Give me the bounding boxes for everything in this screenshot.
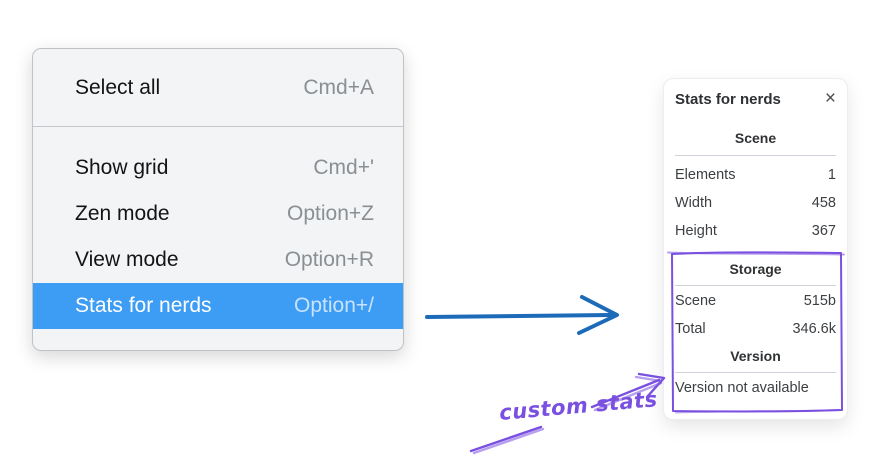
menu-item-label: Select all <box>75 75 161 99</box>
stat-label: Scene <box>675 293 717 309</box>
stat-label: Height <box>675 223 717 239</box>
menu-item-select-all[interactable]: Select all Cmd+A <box>33 49 403 126</box>
menu-item-shortcut: Option+Z <box>287 202 374 225</box>
menu-separator <box>33 126 403 127</box>
menu-item-shortcut: Option+/ <box>294 294 374 317</box>
menu-item-zen-mode[interactable]: Zen mode Option+Z <box>33 191 403 237</box>
stat-row-height: Height 367 <box>675 222 836 240</box>
stat-label: Elements <box>675 167 736 183</box>
close-icon[interactable]: × <box>824 88 836 109</box>
stats-panel: Stats for nerds × Scene Elements 1 Width… <box>663 78 848 420</box>
section-divider <box>675 285 836 286</box>
menu-item-label: Show grid <box>75 156 169 179</box>
section-heading: Scene <box>734 130 777 146</box>
menu-item-shortcut: Cmd+A <box>303 75 374 99</box>
menu-item-view-mode[interactable]: View mode Option+R <box>33 237 403 283</box>
stat-row-scene-storage: Scene 515b <box>675 292 836 310</box>
stat-value: 367 <box>811 223 836 239</box>
menu-item-stats-for-nerds[interactable]: Stats for nerds Option+/ <box>33 283 403 329</box>
stat-value: 1 <box>827 167 836 183</box>
version-note: Version not available <box>675 380 809 396</box>
menu-group: Show grid Cmd+' Zen mode Option+Z View m… <box>33 127 403 329</box>
custom-stats-annotation: custom stats <box>498 387 659 425</box>
section-divider <box>675 372 836 373</box>
menu-item-shortcut: Option+R <box>284 248 374 271</box>
section-divider <box>675 155 836 156</box>
menu-item-label: Stats for nerds <box>75 294 212 317</box>
stat-value: 346.6k <box>792 321 836 337</box>
menu-item-label: Zen mode <box>75 202 170 225</box>
stat-row-elements: Elements 1 <box>675 166 836 184</box>
stat-row-total-storage: Total 346.6k <box>675 320 836 338</box>
context-menu: Select all Cmd+A Show grid Cmd+' Zen mod… <box>32 48 404 351</box>
stat-row-width: Width 458 <box>675 194 836 212</box>
stats-panel-header: Stats for nerds × <box>675 88 836 109</box>
section-heading: Version <box>730 348 781 364</box>
menu-item-show-grid[interactable]: Show grid Cmd+' <box>33 145 403 191</box>
menu-item-shortcut: Cmd+' <box>313 156 374 179</box>
section-scene: Scene Elements 1 Width 458 Height 367 <box>675 130 836 240</box>
stats-panel-title: Stats for nerds <box>675 91 781 108</box>
section-heading: Storage <box>729 261 782 277</box>
section-storage: Storage Scene 515b Total 346.6k <box>675 261 836 338</box>
section-version: Version Version not available <box>675 348 836 397</box>
menu-item-label: View mode <box>75 248 179 271</box>
stat-value: 515b <box>803 293 836 309</box>
stat-label: Width <box>675 195 713 211</box>
stat-value: 458 <box>811 195 836 211</box>
blue-arrow <box>425 295 619 335</box>
stat-label: Total <box>675 321 706 337</box>
